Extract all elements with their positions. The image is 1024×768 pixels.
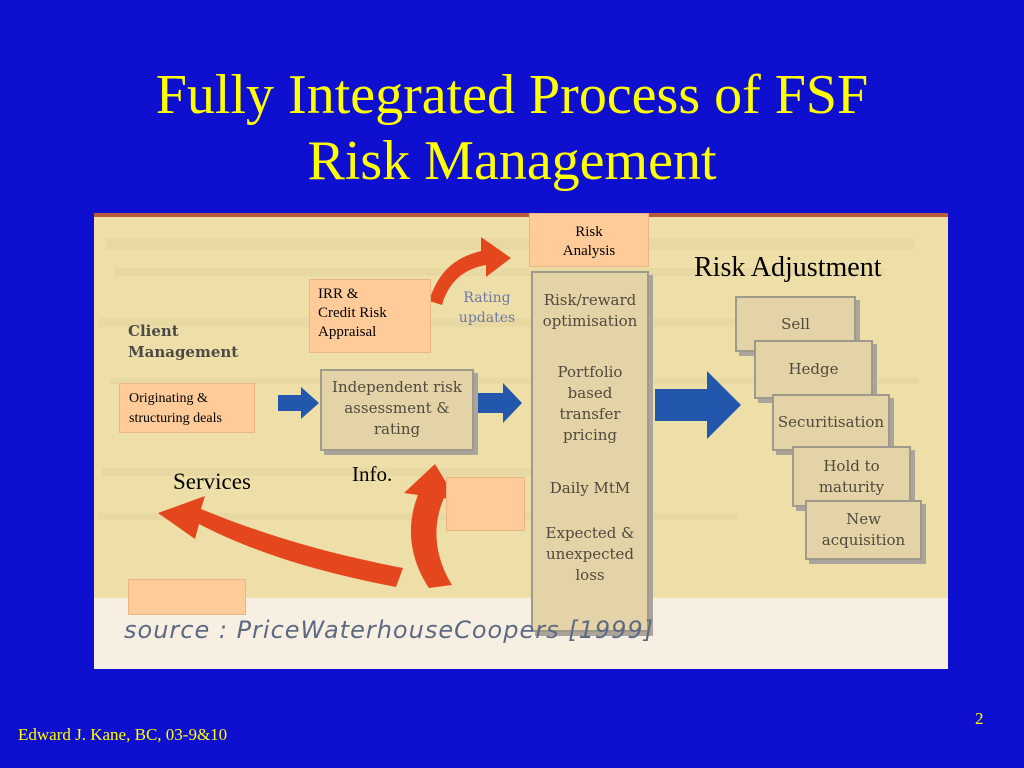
page-number: 2 bbox=[975, 709, 984, 728]
originating-text: Originating & structuring deals bbox=[129, 391, 222, 426]
hold-to-maturity-box: Hold to maturity bbox=[792, 446, 911, 507]
expected-loss-text: Expected & unexpected loss bbox=[545, 524, 635, 584]
diagram-panel: Client Management Independent risk asses… bbox=[94, 213, 948, 669]
blue-arrow-2 bbox=[477, 383, 522, 423]
new-acquisition-box: New acquisition bbox=[805, 500, 922, 560]
hold-to-maturity-label: Hold to maturity bbox=[818, 457, 885, 496]
securitisation-label: Securitisation bbox=[777, 413, 885, 431]
new-acquisition-label: New acquisition bbox=[821, 510, 906, 549]
independent-risk-text: Independent risk assessment & rating bbox=[332, 378, 462, 438]
irr-credit-text: IRR & Credit Risk Appraisal bbox=[318, 286, 387, 340]
central-column-box: Risk/reward optimisation Portfolio based… bbox=[531, 271, 649, 632]
info-label: Info. bbox=[352, 462, 393, 486]
services-arrow bbox=[158, 496, 403, 587]
client-management-heading: Client Management bbox=[128, 321, 238, 363]
risk-reward-text: Risk/reward optimisation bbox=[542, 291, 638, 330]
independent-risk-box: Independent risk assessment & rating bbox=[320, 369, 474, 451]
peach-blank-upper bbox=[446, 477, 525, 531]
risk-adjustment-label: Risk Adjustment bbox=[694, 252, 882, 283]
blue-arrow-1 bbox=[278, 387, 319, 419]
risk-analysis-label: Risk Analysis bbox=[529, 213, 649, 267]
irr-credit-label: IRR & Credit Risk Appraisal bbox=[309, 279, 431, 353]
title-line-2: Risk Management bbox=[307, 130, 717, 192]
slide-title: Fully Integrated Process of FSF Risk Man… bbox=[0, 62, 1024, 194]
hedge-label: Hedge bbox=[788, 360, 839, 378]
top-curved-arrow bbox=[429, 237, 511, 305]
blue-arrow-big bbox=[655, 371, 741, 439]
securitisation-box: Securitisation bbox=[772, 394, 890, 451]
peach-blank-lower bbox=[128, 579, 246, 615]
bottom-curved-arrow bbox=[404, 464, 458, 588]
risk-analysis-text: Risk Analysis bbox=[562, 224, 616, 259]
portfolio-text: Portfolio based transfer pricing bbox=[557, 363, 623, 444]
sell-label: Sell bbox=[781, 315, 810, 333]
title-line-1: Fully Integrated Process of FSF bbox=[155, 64, 869, 126]
panel-top-border bbox=[94, 213, 948, 217]
services-label: Services bbox=[173, 469, 251, 494]
hedge-box: Hedge bbox=[754, 340, 873, 399]
rating-updates-text: Rating updates bbox=[458, 290, 516, 326]
daily-mtm-text: Daily MtM bbox=[549, 479, 631, 497]
author-footer: Edward J. Kane, BC, 03-9&10 bbox=[18, 725, 228, 744]
originating-label: Originating & structuring deals bbox=[119, 383, 255, 433]
source-handwritten-note: source : PriceWaterhouseCoopers [1999] bbox=[124, 616, 655, 644]
flow-arrows bbox=[158, 237, 741, 588]
client-management-text: Client Management bbox=[128, 322, 239, 361]
